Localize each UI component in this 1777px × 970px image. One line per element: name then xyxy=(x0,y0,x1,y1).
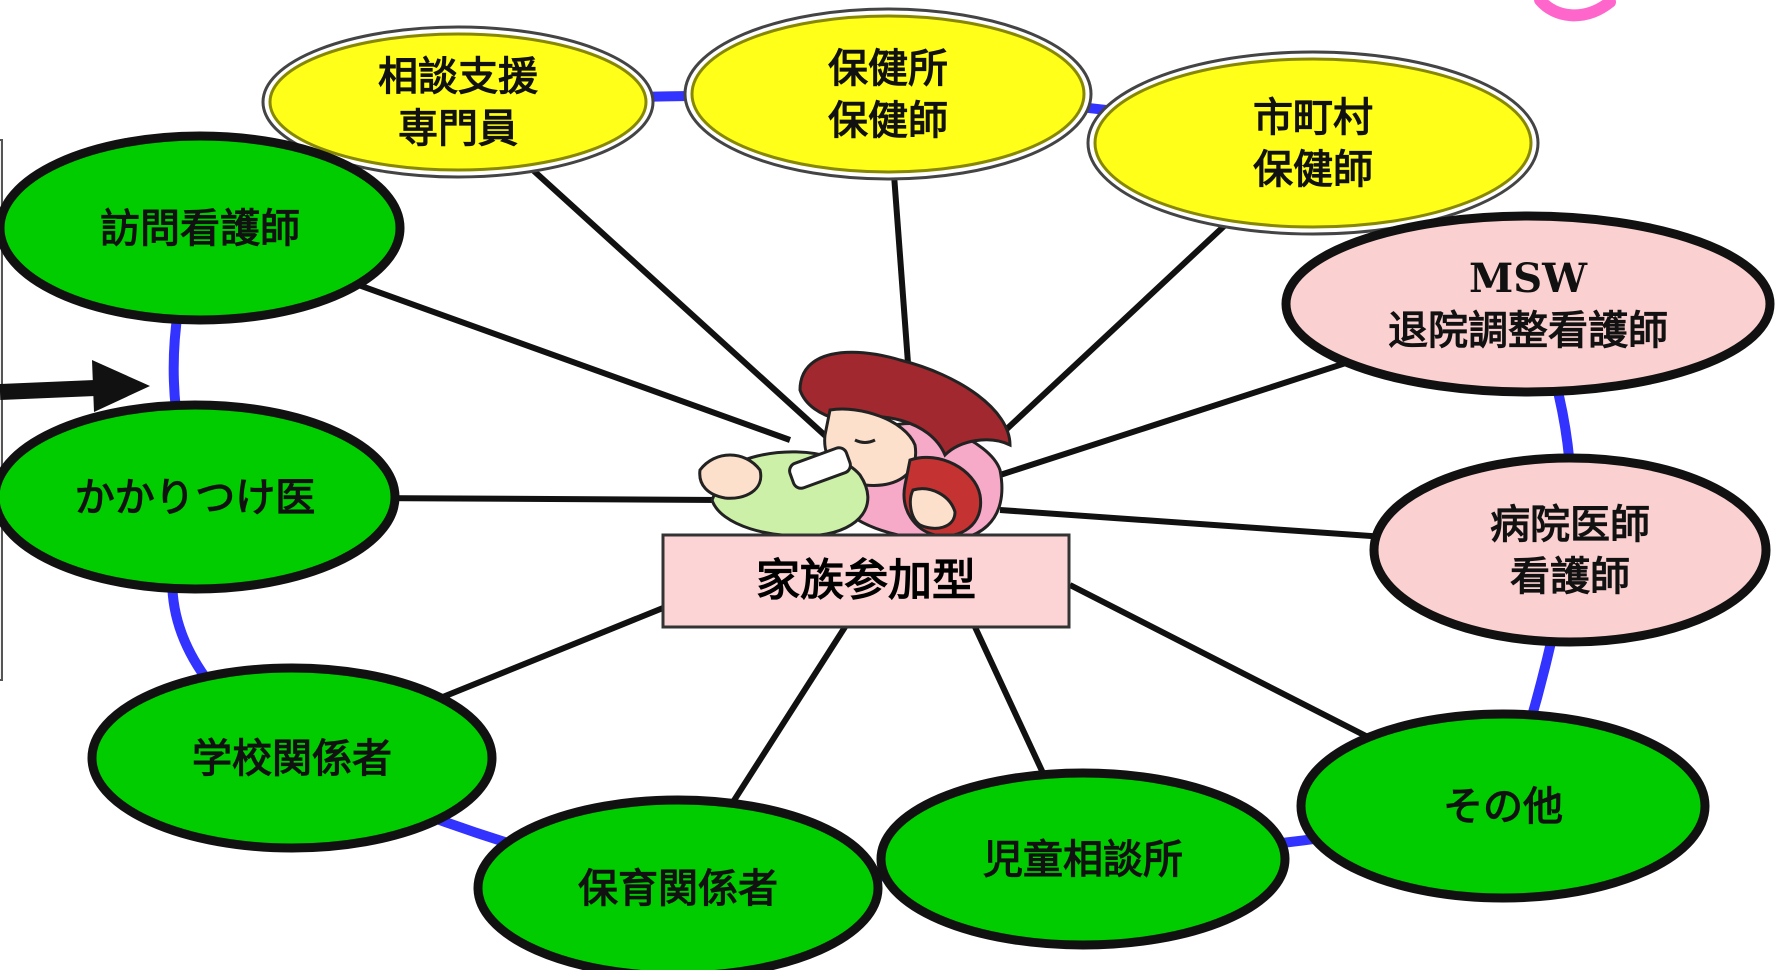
center-label: 家族参加型 xyxy=(756,555,976,606)
node-kakaritsuke: かかりつけ医 xyxy=(0,400,400,594)
node-label-hoiku-0: 保育関係者 xyxy=(578,865,778,912)
node-label-soudan-0: 相談支援 xyxy=(378,53,539,100)
arrow-right-icon xyxy=(0,360,150,412)
left-panel-border xyxy=(0,139,3,681)
node-label-byoin-0: 病院医師 xyxy=(1490,501,1650,548)
node-label-shichoson-0: 市町村 xyxy=(1253,94,1373,141)
node-label-jido-0: 児童相談所 xyxy=(983,836,1183,883)
mother-holding-baby-icon xyxy=(698,350,1012,543)
node-label-hokenjo-0: 保健所 xyxy=(828,45,948,92)
center-node: 家族参加型 xyxy=(661,533,1071,629)
node-sonota: その他 xyxy=(1296,709,1710,903)
node-label-msw-0: MSW xyxy=(1469,255,1588,302)
node-homon: 訪問看護師 xyxy=(0,131,405,325)
node-label-sonota-0: その他 xyxy=(1443,783,1563,830)
node-label-byoin-1: 看護師 xyxy=(1510,553,1630,600)
center-box xyxy=(661,533,1071,629)
node-jido: 児童相談所 xyxy=(876,768,1290,950)
node-label-shichoson-1: 保健師 xyxy=(1253,146,1373,193)
node-label-soudan-1: 専門員 xyxy=(398,105,518,152)
node-label-hokenjo-1: 保健師 xyxy=(828,97,948,144)
node-gakko: 学校関係者 xyxy=(87,663,497,853)
pink-accent-stroke xyxy=(1534,0,1616,22)
node-label-homon-0: 訪問看護師 xyxy=(100,205,300,252)
node-msw: MSW 退院調整看護師 xyxy=(1281,211,1775,397)
node-label-gakko-0: 学校関係者 xyxy=(192,735,392,782)
node-hoiku: 保育関係者 xyxy=(473,795,883,970)
node-label-kakaritsuke-0: かかりつけ医 xyxy=(75,474,315,521)
node-label-msw-1: 退院調整看護師 xyxy=(1388,307,1668,354)
